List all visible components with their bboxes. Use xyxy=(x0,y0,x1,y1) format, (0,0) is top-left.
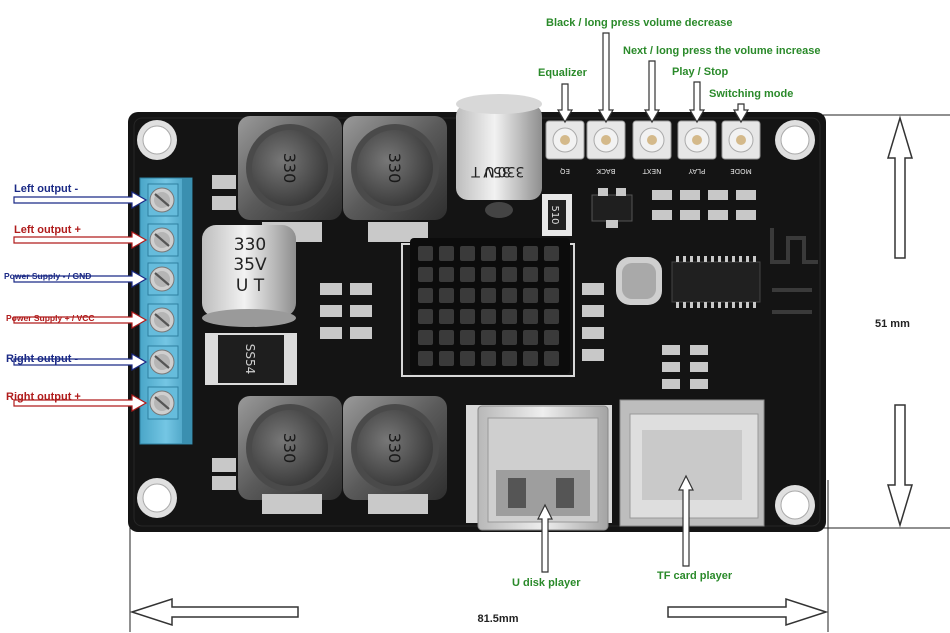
width-arrow-left xyxy=(129,597,299,627)
label-u-disk: U disk player xyxy=(512,577,581,589)
label-left-output-minus: Left output - xyxy=(14,183,79,195)
label-power-gnd: Power Supply - / GND xyxy=(4,271,92,281)
mounting-hole-tl xyxy=(137,120,177,160)
mounting-hole-tr xyxy=(775,120,815,160)
width-dimension-label: 81.5mm xyxy=(478,613,519,625)
crystal-oscillator xyxy=(616,257,662,305)
main-ic-pins xyxy=(676,256,756,308)
width-arrow-right xyxy=(667,597,829,627)
smd-left-cluster xyxy=(212,175,372,490)
tf-card-slot xyxy=(619,399,765,527)
label-right-output-plus: Right output + xyxy=(6,391,81,403)
label-back: Black / long press volume decrease xyxy=(546,17,733,29)
label-switching-mode: Switching mode xyxy=(709,88,794,100)
label-power-vcc: Power Supply + / VCC xyxy=(6,313,95,323)
capacitor-left-text-3: U T xyxy=(236,276,265,296)
bluetooth-antenna xyxy=(770,228,818,314)
height-arrow-top xyxy=(886,115,914,259)
heatsink xyxy=(401,238,575,377)
silk-back: BACK xyxy=(596,167,615,175)
button-switching-mode[interactable] xyxy=(721,120,761,160)
height-dimension-label: 51 mm xyxy=(875,318,910,330)
label-next: Next / long press the volume increase xyxy=(623,45,821,57)
smd-right-cluster xyxy=(582,190,756,389)
capacitor-top-text-2: 35V xyxy=(483,163,511,179)
mounting-hole-br xyxy=(775,485,815,525)
main-ic xyxy=(671,256,761,308)
svg-text:330: 330 xyxy=(385,153,404,184)
label-equalizer: Equalizer xyxy=(538,67,587,79)
button-back[interactable] xyxy=(586,120,626,160)
label-right-output-minus: Right output - xyxy=(6,353,79,365)
terminal-screws xyxy=(147,183,179,420)
heatsink-fins xyxy=(418,246,559,366)
silk-next: NEXT xyxy=(642,167,661,175)
button-next[interactable] xyxy=(632,120,672,160)
label-play-stop: Play / Stop xyxy=(672,66,729,78)
capacitor-left-text-2: 35V xyxy=(233,255,267,275)
diode-ss54: SS54 xyxy=(205,333,297,385)
mounting-hole-bl xyxy=(137,478,177,518)
capacitor-left-text-1: 330 xyxy=(234,235,266,255)
button-equalizer[interactable] xyxy=(545,120,585,160)
svg-text:330: 330 xyxy=(280,433,299,464)
diode-text: SS54 xyxy=(243,344,257,375)
capacitor-left: 330 35V U T xyxy=(202,225,296,327)
inductor-bottom-left: 330 xyxy=(238,396,342,500)
silk-eq: EQ xyxy=(560,167,570,175)
capacitor-top-text-3: U T xyxy=(471,163,495,179)
bottom-label-pointers xyxy=(537,474,694,573)
regulator-chip xyxy=(591,188,633,228)
height-arrow-bottom xyxy=(886,404,914,528)
silk-mode: MODE xyxy=(730,167,751,175)
button-play-stop[interactable] xyxy=(677,120,717,160)
resistor-510: 510 xyxy=(542,194,572,236)
svg-text:330: 330 xyxy=(280,153,299,184)
label-left-output-plus: Left output + xyxy=(14,224,81,236)
terminal-block xyxy=(139,177,193,445)
resistor-text: 510 xyxy=(549,205,560,224)
inductor-top-left: 330 xyxy=(238,116,342,220)
label-tf-card: TF card player xyxy=(657,570,733,582)
capacitor-top-text-1: 330 xyxy=(498,163,525,179)
button-silkscreen: EQ BACK NEXT PLAY MODE xyxy=(560,167,752,175)
inductor-bottom-mid: 330 xyxy=(343,396,447,500)
silk-play: PLAY xyxy=(688,167,706,175)
capacitor-top: 330 35V U T xyxy=(456,94,542,218)
inductor-top-mid: 330 xyxy=(343,116,447,220)
svg-text:330: 330 xyxy=(385,433,404,464)
top-label-pointers xyxy=(556,32,750,124)
left-label-arrows xyxy=(13,190,148,413)
usb-port xyxy=(466,405,612,531)
